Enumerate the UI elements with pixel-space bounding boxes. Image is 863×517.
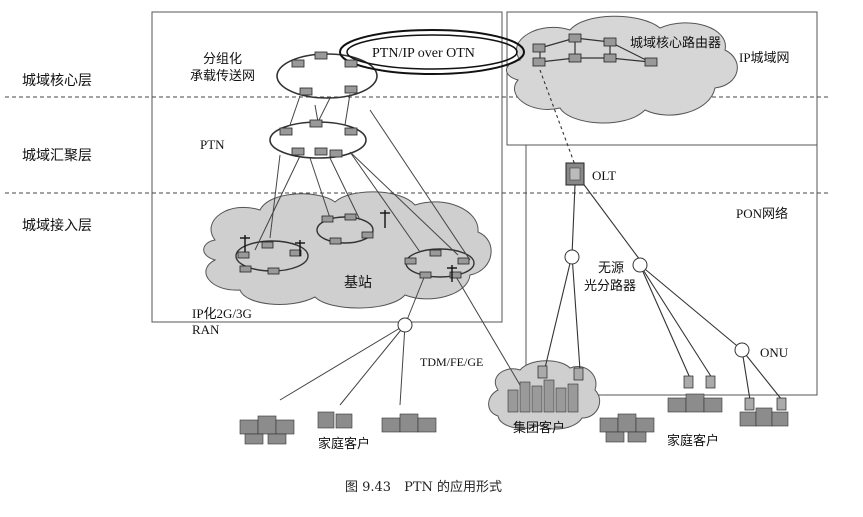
- label-enterprise: 集团客户: [513, 420, 565, 436]
- pon-links: [539, 69, 783, 401]
- figure-caption: 图 9.43 PTN 的应用形式: [345, 479, 502, 495]
- house-icons-right: [599, 393, 789, 443]
- layer-label-aggregation: 城域汇聚层: [22, 148, 92, 164]
- label-core-router: 城域核心路由器: [630, 35, 721, 51]
- label-ptn-ip-otn: PTN/IP over OTN: [372, 46, 475, 61]
- label-home-right: 家庭客户: [667, 433, 719, 449]
- label-passive-splitter-line2: 光分路器: [584, 278, 636, 294]
- label-home-left: 家庭客户: [318, 436, 370, 452]
- house-icons-left: [239, 411, 437, 445]
- label-passive-splitter: 无源: [598, 261, 624, 276]
- label-ip-ran: IP化2G/3G: [192, 306, 252, 321]
- label-olt: OLT: [592, 168, 616, 183]
- access-cloud: [203, 191, 492, 309]
- label-pon-network: PON网络: [736, 206, 788, 221]
- label-packet-transport: 分组化: [203, 52, 242, 67]
- otn-highlight-outer: [339, 29, 525, 75]
- access-downlinks: [279, 274, 521, 406]
- label-ptn: PTN: [200, 137, 225, 152]
- splitter-icons: [397, 249, 750, 358]
- layer-label-core: 城域核心层: [22, 73, 92, 89]
- label-onu: ONU: [760, 345, 789, 360]
- ptn-region-box: [151, 11, 503, 323]
- label-ip-ran-line2: RAN: [192, 322, 220, 337]
- label-packet-transport-line2: 承载传送网: [190, 69, 255, 84]
- label-tdm: TDM/FE/GE: [420, 355, 483, 369]
- olt-device-panel: [569, 167, 581, 181]
- layer-label-access: 城域接入层: [22, 217, 92, 234]
- otn-highlight-inner: [346, 34, 518, 70]
- ip-metro-cloud: [506, 15, 738, 124]
- ptn-uplinks: [254, 93, 471, 261]
- enterprise-building-icons: [507, 379, 579, 413]
- onu-icons: [537, 365, 787, 411]
- label-ip-metro: IP城域网: [739, 50, 790, 65]
- network-node-icons: [237, 33, 658, 279]
- label-base-station: 基站: [344, 274, 372, 291]
- base-station-antenna-icons: [240, 210, 457, 282]
- pon-region-box: [525, 144, 818, 396]
